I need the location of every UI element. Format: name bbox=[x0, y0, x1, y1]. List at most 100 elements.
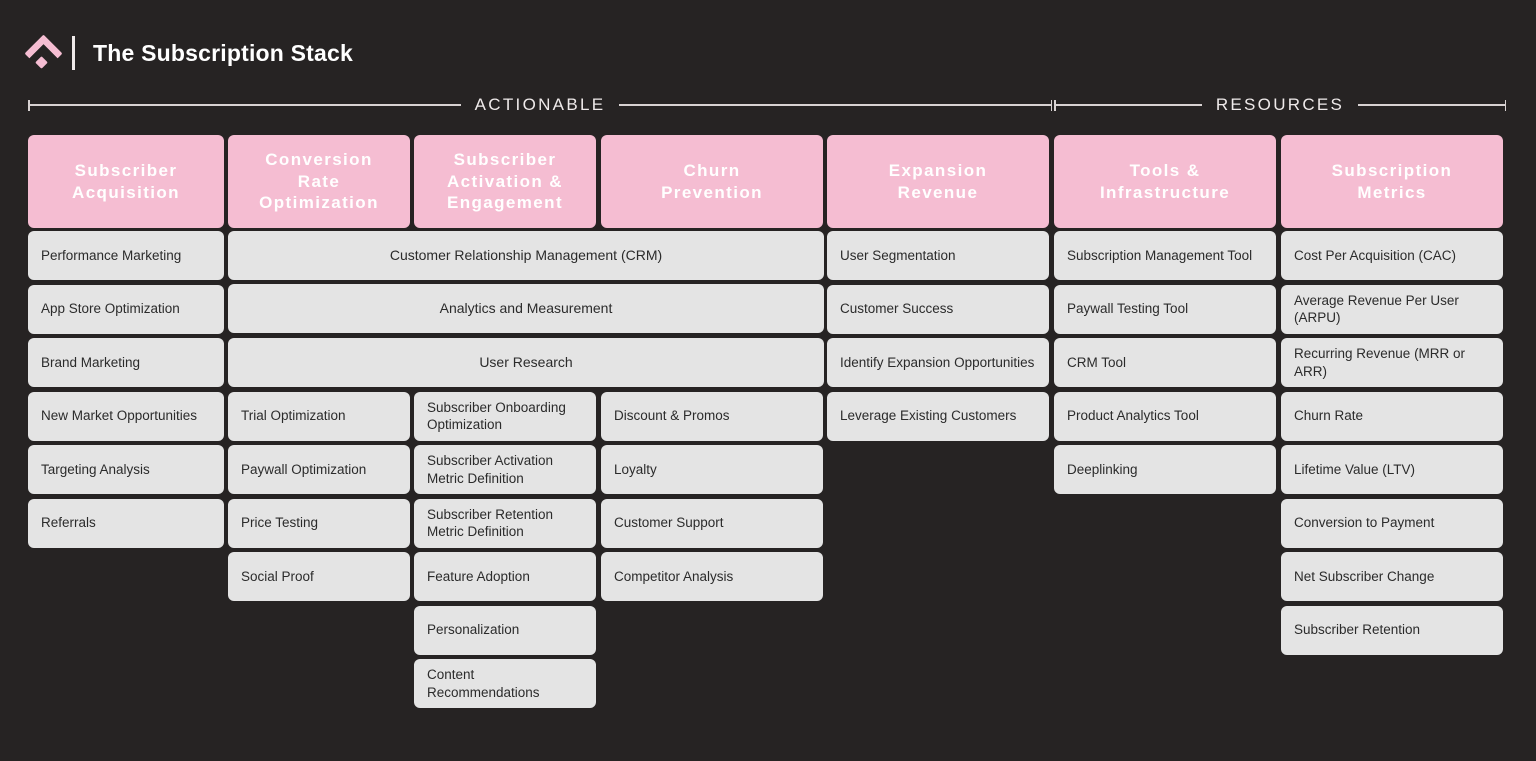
cell-label: Subscriber Onboarding Optimization bbox=[427, 399, 566, 432]
item-conversion_rate_optimization-3[interactable]: Social Proof bbox=[228, 552, 410, 601]
cell-label: Discount & Promos bbox=[614, 408, 730, 424]
cell-label: Cost Per Acquisition (CAC) bbox=[1294, 247, 1457, 263]
rail-end-cap-icon bbox=[1050, 99, 1053, 111]
cell-label: Subscriber Activation & Engagement bbox=[446, 149, 564, 213]
cell-label: Referrals bbox=[41, 515, 96, 531]
item-subscriber_activation_engagement-4[interactable]: Personalization bbox=[414, 605, 596, 655]
cell-label: Paywall Optimization bbox=[241, 461, 367, 477]
item-expansion_revenue-0[interactable]: User Segmentation bbox=[827, 231, 1049, 280]
item-tools_infrastructure-4[interactable]: Deeplinking bbox=[1054, 445, 1276, 494]
cell-label: Churn Rate bbox=[1294, 408, 1364, 424]
cell-label: App Store Optimization bbox=[41, 301, 180, 317]
cell-label: User Segmentation bbox=[840, 247, 956, 263]
section-label: RESOURCES bbox=[1215, 95, 1345, 114]
cell-label: Deeplinking bbox=[1067, 461, 1138, 477]
cell-label: Tools & Infrastructure bbox=[1099, 160, 1231, 202]
title-divider bbox=[72, 36, 75, 70]
cell-label: Loyalty bbox=[614, 461, 657, 477]
app-header: The Subscription Stack bbox=[24, 30, 354, 76]
section-rail-actionable: ACTIONABLE bbox=[28, 92, 1053, 118]
cell-label: Subscriber Retention Metric Definition bbox=[427, 506, 554, 539]
item-churn_prevention-3[interactable]: Competitor Analysis bbox=[601, 552, 823, 601]
item-churn_prevention-1[interactable]: Loyalty bbox=[601, 445, 823, 494]
cell-label: Identify Expansion Opportunities bbox=[840, 354, 1035, 370]
cell-label: Conversion Rate Optimization bbox=[259, 149, 379, 213]
category-header-subscriber_activation_engagement[interactable]: Subscriber Activation & Engagement bbox=[414, 135, 596, 228]
section-label: ACTIONABLE bbox=[474, 95, 606, 114]
cell-label: Subscriber Acquisition bbox=[72, 160, 180, 202]
merged-row-2[interactable]: User Research bbox=[228, 338, 824, 387]
category-header-tools_infrastructure[interactable]: Tools & Infrastructure bbox=[1054, 135, 1276, 228]
rail-end-cap-icon bbox=[1504, 99, 1507, 111]
item-subscriber_activation_engagement-0[interactable]: Subscriber Onboarding Optimization bbox=[414, 391, 596, 441]
rail-line bbox=[619, 104, 1051, 106]
cell-label: Paywall Testing Tool bbox=[1067, 301, 1189, 317]
cell-label: Expansion Revenue bbox=[888, 160, 988, 202]
item-subscriber_activation_engagement-3[interactable]: Feature Adoption bbox=[414, 552, 596, 601]
cell-label: Leverage Existing Customers bbox=[840, 408, 1017, 424]
rail-line bbox=[1358, 104, 1505, 106]
cell-label: Product Analytics Tool bbox=[1067, 408, 1199, 424]
category-header-expansion_revenue[interactable]: Expansion Revenue bbox=[827, 135, 1049, 228]
item-conversion_rate_optimization-2[interactable]: Price Testing bbox=[228, 498, 410, 548]
item-subscription_metrics-6[interactable]: Net Subscriber Change bbox=[1281, 552, 1503, 601]
item-subscriber_activation_engagement-5[interactable]: Content Recommendations bbox=[414, 659, 596, 708]
cell-label: Targeting Analysis bbox=[41, 461, 150, 477]
cell-label: Subscriber Activation Metric Definition bbox=[427, 453, 554, 486]
cell-label: Churn Prevention bbox=[661, 160, 763, 202]
category-header-conversion_rate_optimization[interactable]: Conversion Rate Optimization bbox=[228, 135, 410, 228]
item-expansion_revenue-2[interactable]: Identify Expansion Opportunities bbox=[827, 338, 1049, 387]
cell-label: Analytics and Measurement bbox=[439, 299, 613, 316]
item-subscriber_acquisition-0[interactable]: Performance Marketing bbox=[28, 231, 224, 280]
item-conversion_rate_optimization-1[interactable]: Paywall Optimization bbox=[228, 445, 410, 494]
category-header-subscription_metrics[interactable]: Subscription Metrics bbox=[1281, 135, 1503, 228]
cell-label: Customer Support bbox=[614, 515, 724, 531]
cell-label: Recurring Revenue (MRR or ARR) bbox=[1294, 346, 1466, 379]
item-expansion_revenue-3[interactable]: Leverage Existing Customers bbox=[827, 391, 1049, 441]
item-subscriber_acquisition-4[interactable]: Targeting Analysis bbox=[28, 445, 224, 494]
item-subscription_metrics-1[interactable]: Average Revenue Per User (ARPU) bbox=[1281, 284, 1503, 334]
cell-label: Brand Marketing bbox=[41, 354, 141, 370]
item-subscription_metrics-3[interactable]: Churn Rate bbox=[1281, 391, 1503, 441]
item-subscription_metrics-5[interactable]: Conversion to Payment bbox=[1281, 498, 1503, 548]
cell-label: Price Testing bbox=[241, 515, 319, 531]
cell-label: Feature Adoption bbox=[427, 568, 530, 584]
cell-label: Subscriber Retention bbox=[1294, 622, 1421, 638]
item-subscriber_acquisition-2[interactable]: Brand Marketing bbox=[28, 338, 224, 387]
section-rail-resources: RESOURCES bbox=[1054, 92, 1507, 118]
item-tools_infrastructure-0[interactable]: Subscription Management Tool bbox=[1054, 231, 1276, 280]
cell-label: Customer Success bbox=[840, 301, 954, 317]
cell-label: Subscription Management Tool bbox=[1067, 247, 1253, 263]
cell-label: CRM Tool bbox=[1067, 354, 1127, 370]
category-header-churn_prevention[interactable]: Churn Prevention bbox=[601, 135, 823, 228]
page-title: The Subscription Stack bbox=[93, 39, 354, 66]
item-subscription_metrics-0[interactable]: Cost Per Acquisition (CAC) bbox=[1281, 231, 1503, 280]
cell-label: Trial Optimization bbox=[241, 408, 346, 424]
item-tools_infrastructure-2[interactable]: CRM Tool bbox=[1054, 338, 1276, 387]
item-churn_prevention-0[interactable]: Discount & Promos bbox=[601, 391, 823, 441]
cell-label: Conversion to Payment bbox=[1294, 515, 1435, 531]
rail-end-cap-icon bbox=[28, 99, 30, 111]
item-tools_infrastructure-1[interactable]: Paywall Testing Tool bbox=[1054, 284, 1276, 334]
item-subscriber_activation_engagement-1[interactable]: Subscriber Activation Metric Definition bbox=[414, 445, 596, 494]
item-subscriber_activation_engagement-2[interactable]: Subscriber Retention Metric Definition bbox=[414, 498, 596, 548]
cell-label: Performance Marketing bbox=[41, 247, 182, 263]
merged-row-1[interactable]: Analytics and Measurement bbox=[228, 284, 824, 333]
merged-row-0[interactable]: Customer Relationship Management (CRM) bbox=[228, 231, 824, 280]
item-subscription_metrics-2[interactable]: Recurring Revenue (MRR or ARR) bbox=[1281, 338, 1503, 387]
cell-label: User Research bbox=[479, 353, 573, 370]
item-churn_prevention-2[interactable]: Customer Support bbox=[601, 498, 823, 548]
cell-label: Net Subscriber Change bbox=[1294, 568, 1435, 584]
item-subscriber_acquisition-5[interactable]: Referrals bbox=[28, 498, 224, 548]
item-subscriber_acquisition-1[interactable]: App Store Optimization bbox=[28, 284, 224, 334]
category-header-subscriber_acquisition[interactable]: Subscriber Acquisition bbox=[28, 135, 224, 228]
item-conversion_rate_optimization-0[interactable]: Trial Optimization bbox=[228, 391, 410, 441]
item-subscription_metrics-7[interactable]: Subscriber Retention bbox=[1281, 605, 1503, 655]
cell-label: Social Proof bbox=[241, 568, 314, 584]
item-subscription_metrics-4[interactable]: Lifetime Value (LTV) bbox=[1281, 445, 1503, 494]
rail-line bbox=[1055, 104, 1202, 106]
cell-label: New Market Opportunities bbox=[41, 408, 198, 424]
item-subscriber_acquisition-3[interactable]: New Market Opportunities bbox=[28, 391, 224, 441]
item-tools_infrastructure-3[interactable]: Product Analytics Tool bbox=[1054, 391, 1276, 441]
item-expansion_revenue-1[interactable]: Customer Success bbox=[827, 284, 1049, 334]
